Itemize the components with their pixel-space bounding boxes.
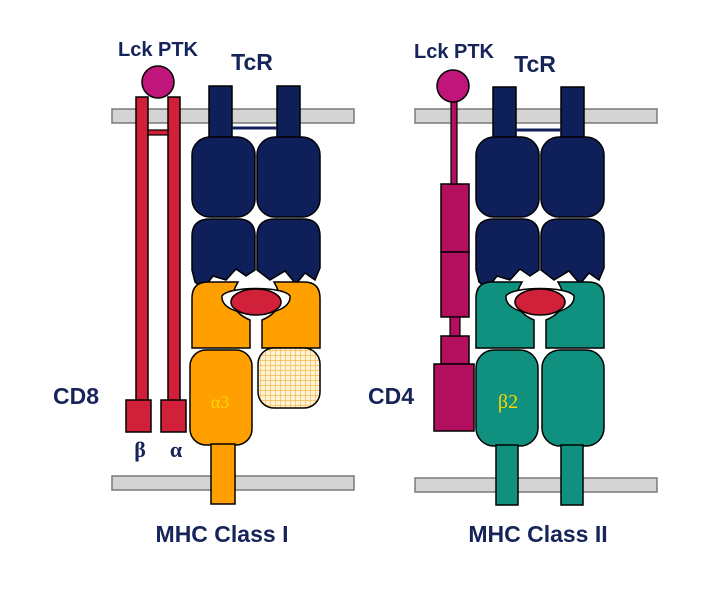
tcr-alpha-constant (191, 136, 256, 218)
tcr-alpha-constant (475, 136, 540, 218)
mhc-class-i-caption: MHC Class I (156, 521, 289, 547)
apc-membrane (414, 477, 658, 493)
cd8-beta-head (125, 399, 152, 433)
panel-mhc-class-i: Lck PTK TcR CD8 β α α3 MHC Class I (53, 39, 355, 547)
lck-ptk-icon (141, 65, 175, 99)
mhc-ii-alpha-transmembrane (560, 444, 584, 506)
cd4-coreceptor (433, 99, 475, 432)
t-cell-membrane (414, 108, 658, 124)
beta2-domain-label: β2 (498, 391, 518, 413)
cd4-stalk (450, 99, 458, 187)
lck-label: Lck PTK (118, 39, 199, 61)
cd4-d4-domain (440, 183, 470, 253)
tcr-alpha-variable (475, 218, 540, 291)
tcr-label: TcR (231, 49, 273, 75)
mhc-i-transmembrane (210, 443, 236, 505)
coreceptor-label: CD8 (53, 383, 99, 409)
cd4-d1-domain (433, 363, 475, 432)
tcr-complex (191, 85, 321, 291)
lck-label: Lck PTK (414, 41, 495, 63)
lck-ptk-icon (436, 69, 470, 103)
tcr-beta-tail (276, 85, 301, 145)
beta2-microglobulin (257, 347, 321, 409)
cd8-alpha-head (160, 399, 187, 433)
mhc-ii-beta-transmembrane (495, 444, 519, 506)
cd4-d2-domain (440, 335, 470, 365)
tcr-alpha-variable (191, 218, 256, 291)
alpha3-domain-label: α3 (211, 392, 229, 412)
mhc-ii-alpha2-domain (541, 349, 605, 447)
cd8-coreceptor (125, 96, 187, 433)
tcr-beta-constant (256, 136, 321, 218)
cd8-beta-label: β (134, 437, 146, 462)
cd4-linker (449, 316, 461, 338)
coreceptor-label: CD4 (368, 383, 414, 409)
mhc-class-ii (475, 281, 605, 506)
peptide (230, 288, 282, 316)
mhc-class-ii-caption: MHC Class II (468, 521, 607, 547)
tcr-beta-variable (540, 218, 605, 286)
tcr-beta-variable (256, 218, 321, 286)
tcr-label: TcR (514, 51, 556, 77)
peptide (514, 288, 566, 316)
tcr-alpha-tail (208, 85, 233, 145)
panel-mhc-class-ii: Lck PTK TcR CD4 β2 MHC Class II (368, 41, 658, 547)
tcr-beta-constant (540, 136, 605, 218)
tcr-complex (475, 86, 605, 291)
cd8-alpha-stalk (167, 96, 181, 403)
mhc-class-i (189, 281, 321, 505)
cd8-disulfide-bridge (147, 129, 169, 136)
cd4-d3-domain (440, 251, 470, 318)
cd8-alpha-label: α (170, 437, 183, 462)
cd8-beta-stalk (135, 96, 149, 403)
